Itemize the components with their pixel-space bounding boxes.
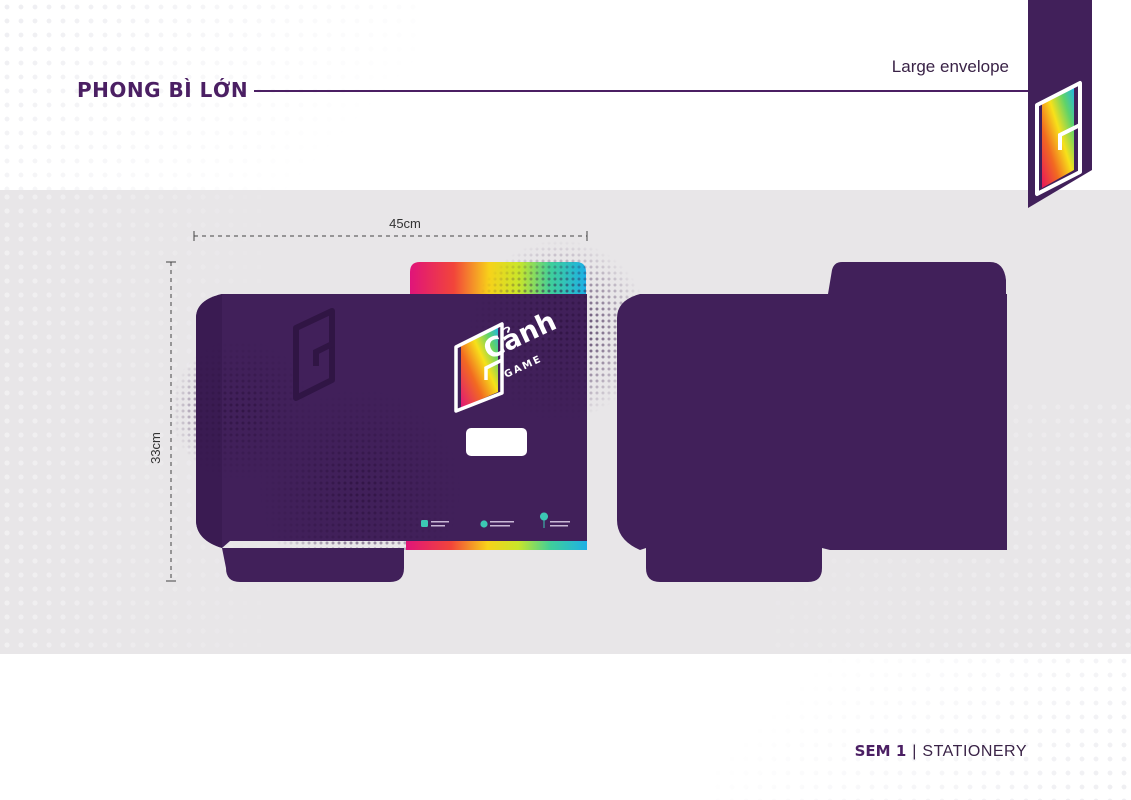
header-rule — [254, 90, 1030, 92]
halftone-pattern-top-left — [0, 0, 420, 190]
page-subtitle: Large envelope — [891, 57, 1009, 76]
globe-icon — [480, 520, 488, 528]
address-window — [466, 428, 527, 456]
envelope-back — [617, 262, 1007, 582]
height-label: 33cm — [148, 432, 163, 464]
brand-bookmark-icon — [1028, 0, 1092, 208]
footer-section: SEM 1 — [854, 742, 907, 760]
envelope-front: Cảnh GAME — [170, 240, 650, 582]
phone-icon — [421, 520, 428, 527]
footer-category: STATIONERY — [922, 743, 1027, 760]
footer: SEM 1 | STATIONERY — [855, 742, 1027, 761]
footer-separator: | — [912, 743, 917, 760]
halftone-pattern-bottom-right — [711, 640, 1131, 800]
contact-row — [421, 512, 570, 528]
location-icon — [540, 512, 548, 528]
width-label: 45cm — [389, 216, 421, 231]
page-title: PHONG BÌ LỚN — [77, 78, 249, 102]
embossed-logo-icon — [293, 308, 335, 401]
